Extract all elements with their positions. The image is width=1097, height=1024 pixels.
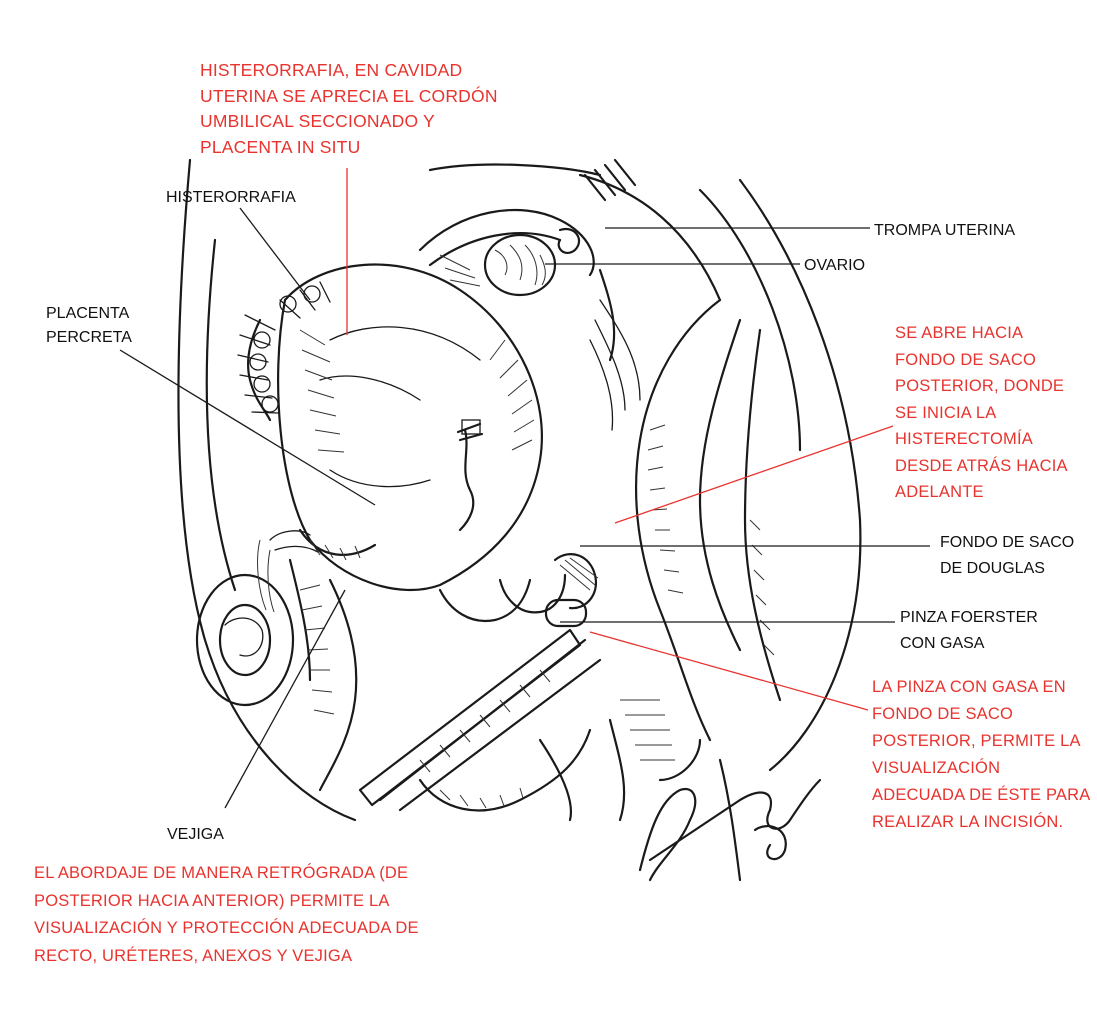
leader-placenta	[120, 350, 375, 505]
uterus-outline	[278, 265, 542, 590]
tube-fimbria	[559, 229, 579, 253]
top-contour	[430, 165, 600, 175]
histerorrafia-label: HISTERORRAFIA	[166, 188, 296, 208]
rectum-outer	[636, 300, 720, 740]
vejiga-label: VEJIGA	[167, 825, 224, 845]
fondo-saco-douglas-label: FONDO DE SACO DE DOUGLAS	[940, 530, 1074, 582]
rectum-wall	[745, 330, 780, 700]
leader-pinza-note	[590, 632, 868, 710]
fondo-saco-note: SE ABRE HACIA FONDO DE SACO POSTERIOR, D…	[895, 320, 1068, 506]
cervix	[440, 580, 530, 621]
pubic-symphysis	[197, 575, 293, 705]
perineum	[420, 730, 590, 810]
pinza-foerster-label: PINZA FOERSTER CON GASA	[900, 605, 1038, 657]
umbilical-cord	[460, 430, 473, 530]
trompa-uterina-label: TROMPA UTERINA	[874, 221, 1015, 241]
anterior-abdominal-wall	[179, 160, 355, 820]
ovario-label: OVARIO	[804, 256, 865, 276]
signature-drawing	[640, 760, 820, 880]
rectum-inner	[700, 320, 740, 650]
speculum	[360, 630, 580, 805]
abordaje-note: EL ABORDAJE DE MANERA RETRÓGRADA (DE POS…	[34, 860, 419, 970]
histerorrafia-note: HISTERORRAFIA, EN CAVIDAD UTERINA SE APR…	[200, 58, 498, 160]
bladder	[320, 580, 356, 790]
anterior-abdominal-wall-inner	[207, 240, 235, 590]
placenta-percreta-label: PLACENTA PERCRETA	[46, 302, 132, 350]
pinza-note: LA PINZA CON GASA EN FONDO DE SACO POSTE…	[872, 674, 1090, 836]
leader-fondo-saco-note	[615, 426, 893, 523]
leader-histerorrafia	[240, 208, 310, 300]
